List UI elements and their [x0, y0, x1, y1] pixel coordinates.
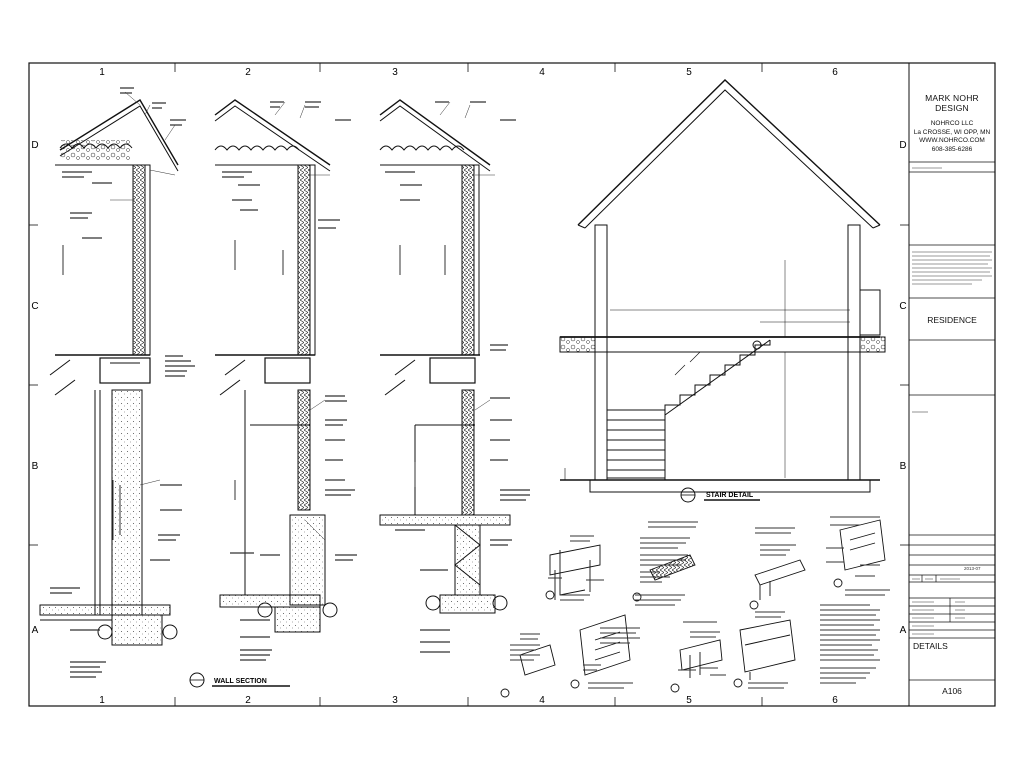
stair-detail-label: STAIR DETAIL: [706, 492, 754, 499]
grid-row-labels: D C B A D C B A: [31, 140, 906, 636]
grid-row-a-left: A: [32, 625, 39, 636]
wall-section-1: [39, 99, 179, 646]
grid-col-2-top: 2: [245, 67, 251, 78]
title-block-lines: [909, 161, 995, 681]
firm-address-line-1: NOHRCO LLC: [930, 120, 974, 127]
building-section: [559, 79, 886, 493]
grid-col-5-bottom: 5: [686, 695, 692, 706]
firm-address-line-3: WWW.NOHRCO.COM: [919, 137, 985, 144]
sheet-number: A106: [942, 686, 962, 696]
grid-col-6-top: 6: [832, 67, 838, 78]
wall-section-3: [379, 99, 511, 614]
wall-section-label: WALL SECTION: [214, 678, 267, 685]
grid-ticks: [29, 63, 909, 706]
grid-col-4-bottom: 4: [539, 695, 545, 706]
firm-address-line-4: 608-385-6286: [931, 145, 973, 153]
firm-address-line-2: La CROSSE, WI OPP, MN: [913, 128, 991, 136]
grid-row-c-right: C: [899, 301, 906, 312]
grid-col-5-top: 5: [686, 67, 692, 78]
grid-col-6-bottom: 6: [832, 695, 838, 706]
title-block-fine-print: [912, 167, 992, 635]
wall-section-2: [214, 99, 338, 633]
sheet-title: DETAILS: [913, 641, 948, 651]
grid-col-2-bottom: 2: [245, 695, 251, 706]
grid-column-labels: 1 2 3 4 5 6 1 2 3 4 5 6: [99, 67, 838, 706]
grid-row-d-right: D: [899, 140, 906, 151]
firm-address: NOHRCO LLC La CROSSE, WI OPP, MN WWW.NOH…: [909, 120, 995, 154]
wall-section-notes: [50, 87, 530, 678]
annotation-leaders: [110, 91, 495, 541]
grid-row-a-right: A: [900, 625, 907, 636]
grid-col-1-bottom: 1: [99, 695, 105, 706]
title-block: MARK NOHR DESIGN NOHRCO LLC La CROSSE, W…: [909, 63, 995, 706]
grid-row-b-right: B: [900, 461, 907, 472]
stair-detail-title: STAIR DETAIL: [680, 487, 760, 503]
vertical-dimension-notes: [62, 240, 446, 540]
grid-col-1-top: 1: [99, 67, 105, 78]
firm-name: MARK NOHR DESIGN: [925, 93, 979, 113]
connector-detail-notes: [510, 516, 890, 689]
sheet-border: [28, 62, 996, 707]
grid-col-3-top: 3: [392, 67, 398, 78]
grid-row-d-left: D: [31, 140, 38, 151]
grid-row-b-left: B: [32, 461, 39, 472]
grid-row-c-left: C: [31, 301, 38, 312]
grid-col-3-bottom: 3: [392, 695, 398, 706]
grid-col-4-top: 4: [539, 67, 545, 78]
project-name: RESIDENCE: [927, 315, 977, 325]
issue-date: 2013-07: [964, 566, 981, 571]
wall-section-title: WALL SECTION: [189, 672, 290, 688]
